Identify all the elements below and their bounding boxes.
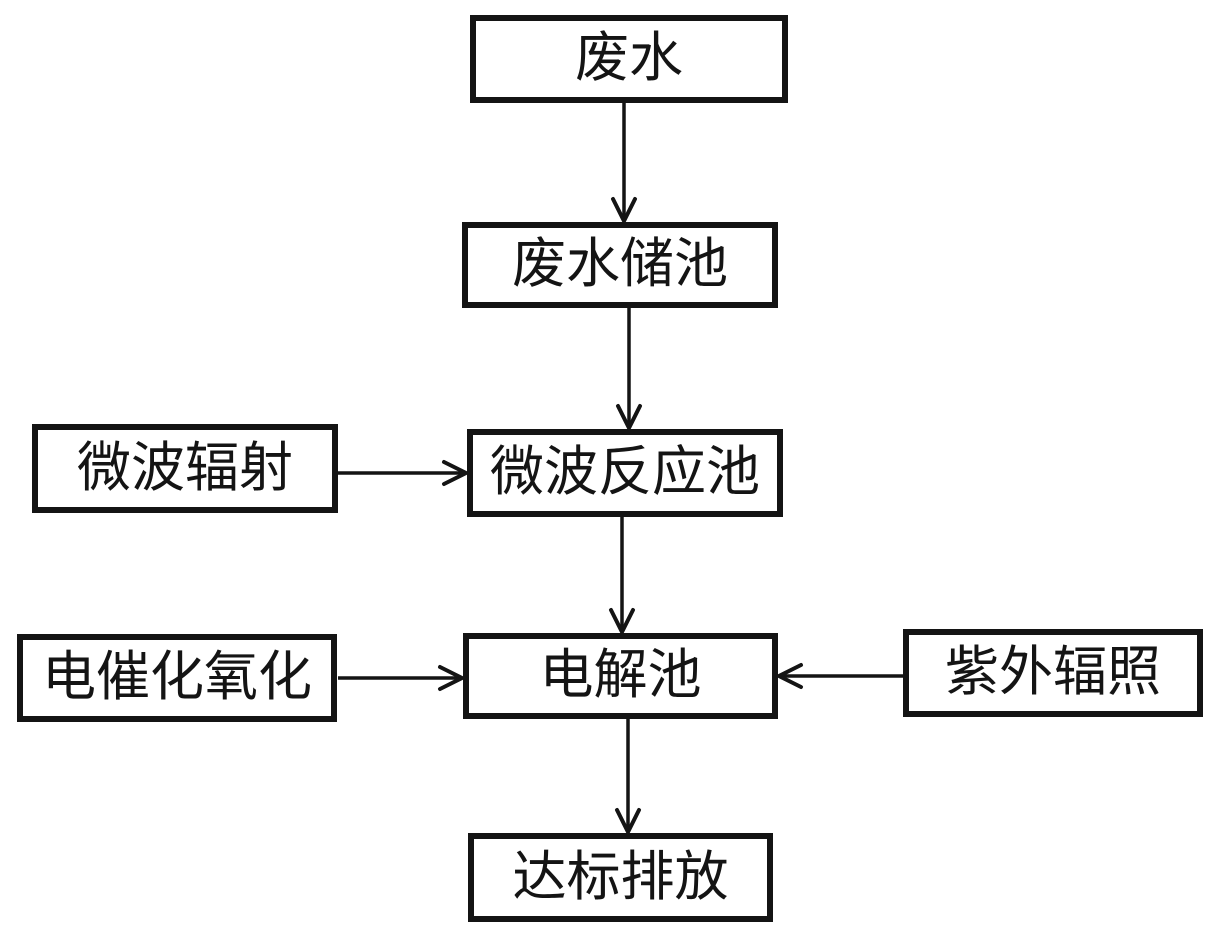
node-discharge: 达标排放: [468, 833, 773, 922]
node-microwave-radiation-label: 微波辐射: [77, 437, 293, 498]
node-wastewater-label: 废水: [575, 28, 683, 88]
node-electrolysis-cell-label: 电解池: [539, 645, 702, 705]
node-wastewater-storage-label: 废水储池: [512, 234, 728, 294]
node-electrocatalytic-oxidation: 电催化氧化: [17, 634, 337, 722]
node-electrolysis-cell: 电解池: [463, 633, 778, 719]
node-wastewater-storage: 废水储池: [462, 222, 778, 308]
node-microwave-radiation: 微波辐射: [32, 424, 338, 513]
node-microwave-reactor-label: 微波反应池: [490, 442, 760, 502]
node-microwave-reactor: 微波反应池: [467, 429, 783, 517]
node-wastewater: 废水: [470, 15, 788, 103]
node-uv-irradiation: 紫外辐照: [903, 629, 1203, 717]
node-electrocatalytic-oxidation-label: 电催化氧化: [42, 647, 312, 707]
node-discharge-label: 达标排放: [512, 846, 729, 907]
node-uv-irradiation-label: 紫外辐照: [945, 642, 1161, 702]
